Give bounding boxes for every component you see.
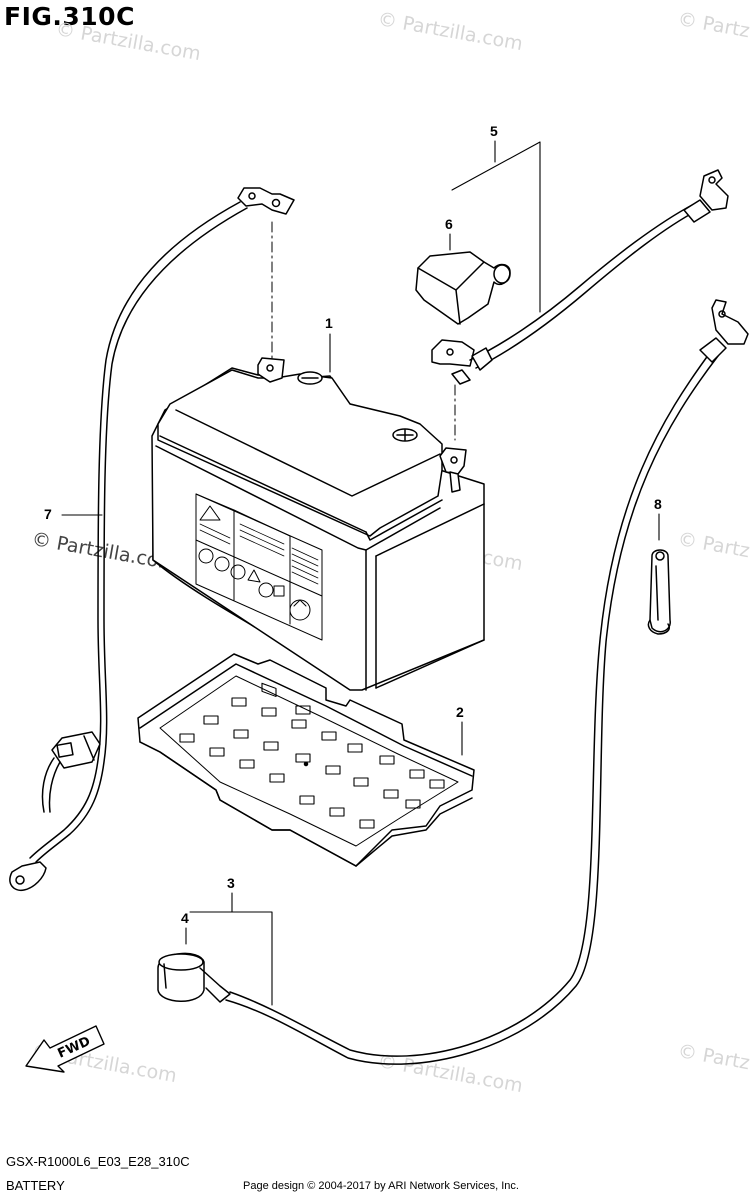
callout-7: 7	[44, 506, 52, 522]
battery-tray	[137, 653, 475, 867]
figure-title: FIG.310C	[4, 2, 135, 31]
battery-band	[647, 549, 671, 635]
alignment-lines	[271, 221, 456, 441]
callout-3: 3	[227, 875, 235, 891]
callout-8: 8	[654, 496, 662, 512]
copyright-credit: Page design © 2004-2017 by ARI Network S…	[243, 1180, 519, 1192]
starter-cable	[157, 299, 749, 1065]
callout-2: 2	[456, 704, 464, 720]
tray-slots	[179, 682, 445, 829]
battery-negative-cable	[9, 187, 295, 892]
section-name: BATTERY	[6, 1178, 65, 1193]
battery-positive-cable	[415, 169, 729, 385]
callout-4: 4	[181, 910, 189, 926]
model-code: GSX-R1000L6_E03_E28_310C	[6, 1154, 190, 1169]
leader-lines	[61, 140, 660, 1006]
callout-1: 1	[325, 315, 333, 331]
callout-5: 5	[490, 123, 498, 139]
callout-6: 6	[445, 216, 453, 232]
battery	[151, 357, 485, 691]
fwd-arrow-icon	[25, 1025, 105, 1073]
